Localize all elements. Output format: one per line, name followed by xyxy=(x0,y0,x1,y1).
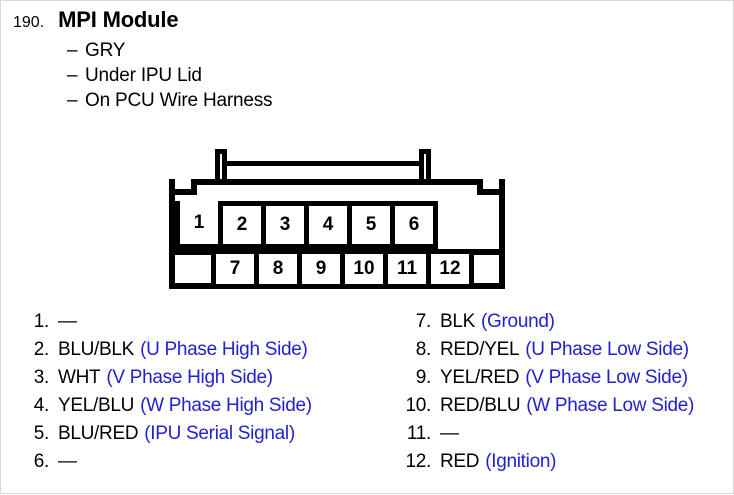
pin-legend-row: 2. BLU/BLK(U Phase High Side) xyxy=(19,339,379,367)
pin-legend-column-right: 7. BLK(Ground) 8. RED/YEL(U Phase Low Side)… xyxy=(401,311,734,479)
pin-legend-row: 11. — xyxy=(401,423,734,451)
pin-legend-column-left: 1. — 2. BLU/BLK(U Phase High Side) 3. WHT(V P… xyxy=(19,311,379,479)
pin-legend-description: (W Phase High Side) xyxy=(140,395,312,416)
pin-legend-number: 4. xyxy=(33,395,50,416)
pin-legend-description: (V Phase Low Side) xyxy=(525,367,688,388)
pin-legend-row: 9. YEL/RED(V Phase Low Side) xyxy=(401,367,734,395)
connector-notch-left xyxy=(175,179,197,195)
subtitle-list: –GRY–Under IPU Lid–On PCU Wire Harness xyxy=(67,38,734,113)
pin-cell-11: 11 xyxy=(383,249,431,289)
pin-legend-number: 9. xyxy=(415,367,432,388)
pin-cell-2: 2 xyxy=(218,201,266,249)
page-title: 190. MPI Module xyxy=(1,1,734,33)
pin-legend-row: 12. RED(Ignition) xyxy=(401,451,734,479)
pin-legend-row: 10. RED/BLU(W Phase Low Side) xyxy=(401,395,734,423)
pin-legend-number: 12. xyxy=(405,451,431,472)
pin-legend-wire-color: YEL/RED xyxy=(440,367,520,388)
pin-legend-wire-color: BLU/BLK xyxy=(58,339,135,360)
pin-legend-number: 3. xyxy=(33,367,50,388)
pin-cell-4: 4 xyxy=(304,201,352,249)
pin-legend-wire-color: BLK xyxy=(440,311,476,332)
pin-cell-12: 12 xyxy=(426,249,474,289)
pin-legend-wire-color: — xyxy=(440,423,459,444)
pin-legend-number: 7. xyxy=(415,311,432,332)
latch-post-left xyxy=(215,149,227,185)
pin-cell-7: 7 xyxy=(211,249,259,289)
subtitle-item: –On PCU Wire Harness xyxy=(67,88,734,113)
pin-cell-1: 1 xyxy=(175,201,223,249)
pin-cell-10: 10 xyxy=(340,249,388,289)
pin-legend-number: 6. xyxy=(33,451,50,472)
pin-legend-wire-color: YEL/BLU xyxy=(58,395,135,416)
header-section: 190. MPI Module –GRY–Under IPU Lid–On PC… xyxy=(1,1,734,113)
pin-legend-wire-color: — xyxy=(58,451,77,472)
title-text: MPI Module xyxy=(58,7,179,32)
pin-row-top-end-gap xyxy=(433,201,469,249)
subtitle-item: –Under IPU Lid xyxy=(67,63,734,88)
pin-legend-row: 1. — xyxy=(19,311,379,339)
pin-legend-wire-color: RED xyxy=(440,451,480,472)
pin-legend-wire-color: WHT xyxy=(58,367,101,388)
pin-legend-description: (U Phase Low Side) xyxy=(525,339,689,360)
pin-legend-description: (Ground) xyxy=(481,311,555,332)
pin-legend-number: 8. xyxy=(415,339,432,360)
pin-legend-number: 2. xyxy=(33,339,50,360)
pin-legend-description: (V Phase High Side) xyxy=(106,367,273,388)
pin-cell-9: 9 xyxy=(297,249,345,289)
subtitle-item: –GRY xyxy=(67,38,734,63)
pin-legend-row: 3. WHT(V Phase High Side) xyxy=(19,367,379,395)
pin-legend-row: 5. BLU/RED(IPU Serial Signal) xyxy=(19,423,379,451)
subtitle-dash: – xyxy=(67,90,78,111)
pin-legend-wire-color: RED/YEL xyxy=(440,339,520,360)
subtitle-label: On PCU Wire Harness xyxy=(85,90,273,111)
pin-cell-6: 6 xyxy=(390,201,438,249)
pin-legend-description: (Ignition) xyxy=(485,451,557,472)
pin-legend-row: 4. YEL/BLU(W Phase High Side) xyxy=(19,395,379,423)
pin-legend-description: (W Phase Low Side) xyxy=(526,395,695,416)
pin-legend-number: 5. xyxy=(33,423,50,444)
connector-notch-right xyxy=(477,179,499,195)
connector-latch xyxy=(215,149,431,185)
pin-legend-number: 1. xyxy=(33,311,50,332)
pin-legend-wire-color: BLU/RED xyxy=(58,423,139,444)
pin-legend-row: 7. BLK(Ground) xyxy=(401,311,734,339)
subtitle-label: Under IPU Lid xyxy=(85,65,202,86)
latch-post-right xyxy=(419,149,431,185)
pin-cell-3: 3 xyxy=(261,201,309,249)
subtitle-dash: – xyxy=(67,65,78,86)
pin-legend-row: 8. RED/YEL(U Phase Low Side) xyxy=(401,339,734,367)
pin-legend-row: 6. — xyxy=(19,451,379,479)
pin-legend-description: (U Phase High Side) xyxy=(140,339,308,360)
pin-legend-wire-color: — xyxy=(58,311,77,332)
pin-legend-number: 11. xyxy=(406,423,431,444)
pin-cell-5: 5 xyxy=(347,201,395,249)
pin-legend-number: 10. xyxy=(405,395,431,416)
pin-cell-8: 8 xyxy=(254,249,302,289)
pin-row-bottom-start-gap xyxy=(175,249,211,289)
subtitle-dash: – xyxy=(67,40,78,61)
title-number: 190. xyxy=(13,14,45,31)
pin-legend: 1.—2.BLU/BLK(U Phase High Side)3.WHT(V P… xyxy=(1,311,734,495)
subtitle-label: GRY xyxy=(85,40,126,61)
pin-legend-description: (IPU Serial Signal) xyxy=(144,423,295,444)
pin-legend-wire-color: RED/BLU xyxy=(440,395,521,416)
